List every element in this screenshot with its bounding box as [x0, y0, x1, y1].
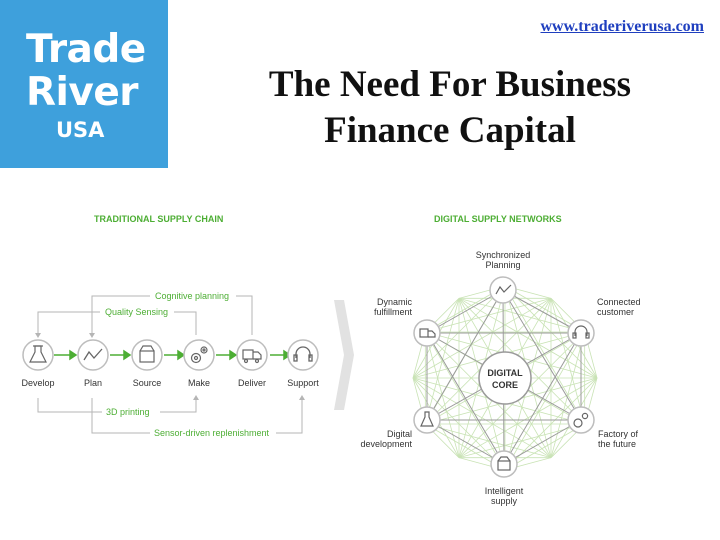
- svg-text:Dynamic: Dynamic: [377, 297, 413, 307]
- step-develop: Develop: [21, 339, 55, 388]
- mesh-link: [458, 297, 598, 379]
- logo-line-3: USA: [56, 118, 105, 142]
- svg-text:Connected: Connected: [597, 297, 641, 307]
- mesh-link: [458, 297, 585, 333]
- svg-text:supply: supply: [491, 496, 518, 506]
- trend-line-icon: [495, 284, 512, 295]
- mesh-link: [424, 331, 506, 471]
- loop-label-quality: Quality Sensing: [105, 307, 168, 317]
- mesh-link-major: [426, 332, 505, 465]
- step-source: Source: [131, 339, 163, 388]
- node-digital-development: Digital development: [360, 406, 441, 449]
- svg-text:Support: Support: [287, 378, 319, 388]
- mesh-link: [424, 298, 460, 425]
- svg-text:Make: Make: [188, 378, 210, 388]
- svg-text:Factory of: Factory of: [598, 429, 639, 439]
- step-support: Support: [287, 339, 319, 388]
- svg-text:development: development: [360, 439, 412, 449]
- svg-text:the future: the future: [598, 439, 636, 449]
- flask-icon: [29, 345, 47, 363]
- box-icon: [497, 456, 511, 471]
- traditional-heading: TRADITIONAL SUPPLY CHAIN: [94, 214, 223, 224]
- mesh-link-major: [426, 419, 505, 465]
- divider-chevron: [334, 300, 354, 410]
- box-icon: [139, 345, 155, 363]
- title-line-2: Finance Capital: [324, 110, 576, 151]
- node-dynamic-fulfillment: Dynamic fulfillment: [374, 297, 441, 347]
- headset-icon: [293, 346, 313, 362]
- digital-heading: DIGITAL SUPPLY NETWORKS: [434, 214, 562, 224]
- traditional-loops: [37, 295, 303, 434]
- trend-line-icon: [83, 348, 103, 361]
- gears-icon: [573, 412, 589, 428]
- website-link[interactable]: www.traderiverusa.com: [540, 18, 704, 35]
- mesh-link-major: [502, 289, 582, 334]
- node-intelligent-supply: Intelligent supply: [485, 450, 524, 506]
- node-synchronized-planning: Synchronized Planning: [476, 250, 531, 304]
- mesh-link-major: [426, 289, 504, 334]
- svg-text:Synchronized: Synchronized: [476, 250, 531, 260]
- node-connected-customer: Connected customer: [567, 297, 641, 347]
- svg-text:Digital: Digital: [387, 429, 412, 439]
- brand-logo: Trade River USA: [0, 0, 168, 168]
- svg-text:Intelligent: Intelligent: [485, 486, 524, 496]
- step-arrows: [54, 349, 292, 361]
- gears-icon: [190, 346, 208, 364]
- svg-text:Plan: Plan: [84, 378, 102, 388]
- loop-label-cognitive: Cognitive planning: [155, 291, 229, 301]
- digital-core: DIGITAL CORE: [478, 351, 532, 405]
- slide-title: The Need For Business Finance Capital: [210, 62, 690, 154]
- svg-text:Deliver: Deliver: [238, 378, 266, 388]
- step-deliver: Deliver: [236, 339, 268, 388]
- svg-text:Source: Source: [133, 378, 162, 388]
- svg-text:fulfillment: fulfillment: [374, 307, 413, 317]
- mesh-link: [412, 377, 552, 459]
- svg-text:customer: customer: [597, 307, 634, 317]
- truck-icon: [242, 349, 262, 364]
- title-line-1: The Need For Business: [268, 64, 632, 105]
- step-make: Make: [183, 339, 215, 388]
- loop-label-3d: 3D printing: [106, 407, 150, 417]
- svg-text:CORE: CORE: [492, 380, 518, 390]
- svg-text:Develop: Develop: [21, 378, 54, 388]
- step-plan: Plan: [77, 339, 109, 388]
- logo-line-2: River: [26, 70, 139, 115]
- svg-text:Planning: Planning: [485, 260, 520, 270]
- headset-icon: [572, 325, 590, 339]
- truck-icon: [419, 328, 436, 338]
- svg-text:DIGITAL: DIGITAL: [487, 368, 523, 378]
- flask-icon: [420, 411, 434, 427]
- loop-arrowheads: [35, 333, 305, 400]
- loop-label-sensor: Sensor-driven replenishment: [154, 428, 270, 438]
- mesh-link-major: [503, 419, 582, 465]
- node-factory-of-the-future: Factory of the future: [567, 406, 639, 449]
- logo-line-1: Trade: [26, 27, 146, 72]
